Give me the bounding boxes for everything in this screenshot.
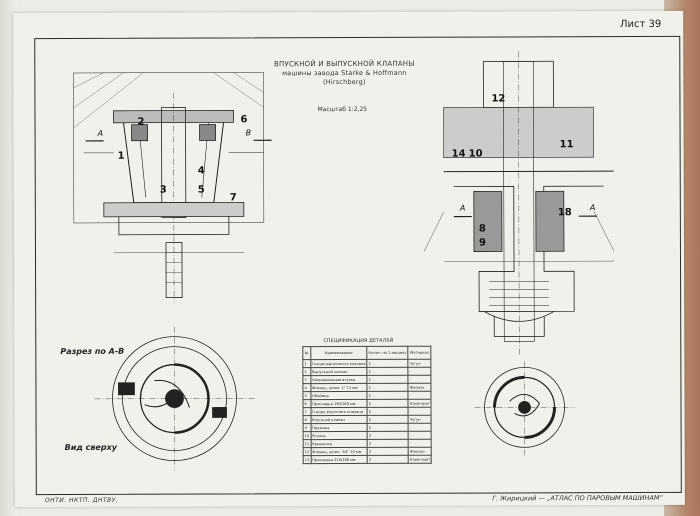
spec-title: СПЕЦИФИКАЦИЯ ДЕТАЛЕЙ: [323, 337, 394, 345]
spec-header-cell: Наименование: [310, 346, 368, 360]
publisher-imprint: ОНТИ. НКТП. ДНТВУ.: [44, 496, 119, 505]
spec-cell: 13: [303, 455, 311, 464]
spec-cell: -: [408, 375, 432, 384]
spec-cell: 8: [303, 415, 311, 424]
spec-cell: Фланец, шпил. 1" 13 мм: [310, 383, 368, 392]
spec-cell: -: [408, 407, 432, 416]
part-number: 3: [159, 184, 167, 196]
top-view-caption: Вид сверху: [64, 442, 117, 452]
spec-cell: 12: [303, 447, 311, 456]
part-number: 6: [240, 114, 248, 126]
spec-cell: 2: [367, 367, 409, 376]
spec-cell: Гнездо выпускного клапана: [310, 359, 368, 368]
spec-cell: 1: [302, 359, 311, 368]
spec-grid: № Наименование Колич. на 1 машину Матери…: [302, 346, 432, 464]
part-number: 1: [117, 150, 125, 162]
spec-cell: 6: [302, 399, 311, 408]
left-plan-view: [94, 326, 255, 471]
spec-cell: Пружина: [310, 423, 368, 432]
right-valve-elevation: [423, 51, 615, 357]
spec-cell: 2: [367, 415, 409, 424]
part-number: 7: [229, 192, 237, 204]
spec-cell: Направляющая втулка: [310, 375, 368, 384]
spec-cell: 2: [367, 407, 409, 416]
spec-cell: 2: [367, 423, 409, 432]
spec-cell: Прокладка 210/180 мм: [310, 455, 368, 464]
spec-cell: Чугун: [407, 359, 432, 368]
spec-cell: Чугун: [408, 415, 432, 424]
section-mark-a: А: [589, 203, 596, 213]
section-mark-a: А: [97, 128, 104, 138]
spec-cell: 9: [303, 423, 311, 432]
spec-cell: Гнездо впускного клапана: [310, 407, 368, 416]
specification-table: СПЕЦИФИКАЦИЯ ДЕТАЛЕЙ № Наименование Коли…: [302, 337, 432, 464]
spec-cell: Клингерит: [408, 455, 432, 464]
spec-cell: Фланец, шпил. 3/4" 10 мм: [310, 447, 368, 456]
spec-cell: 2: [367, 383, 409, 392]
spec-header-cell: Колич. на 1 машину: [367, 346, 408, 360]
technical-drawing: [73, 51, 615, 471]
spec-cell: 11: [303, 439, 311, 448]
spec-cell: Впускной клапан: [310, 415, 368, 424]
part-number: 14: [451, 148, 466, 160]
part-number: 11: [559, 139, 574, 151]
spec-cell: 2: [302, 367, 311, 376]
spec-cell: 3: [302, 375, 311, 384]
part-number: 5: [197, 184, 205, 196]
spec-cell: 2: [367, 399, 409, 408]
drawing-sheet: Лист 39 ВПУСКНОЙ И ВЫПУСКНОЙ КЛАПАНЫ маш…: [13, 10, 685, 508]
spec-cell: 2: [367, 359, 409, 368]
spec-cell: Выпускной клапан: [310, 367, 368, 376]
spec-cell: Втулка: [310, 431, 368, 440]
part-number: 4: [197, 165, 205, 177]
spec-cell: Прокладка 190/160 мм: [310, 399, 368, 408]
spec-cell: 2: [367, 391, 409, 400]
atlas-credit: Г. Жирицкий — „АТЛАС ПО ПАРОВЫМ МАШИНАМ“: [492, 493, 663, 503]
spec-cell: Обоймка: [310, 391, 368, 400]
spec-cell: 2: [367, 447, 409, 456]
spec-cell: Железо: [408, 383, 432, 392]
spec-cell: -: [408, 423, 432, 432]
spec-cell: -: [408, 439, 432, 448]
spec-cell: 4: [302, 383, 311, 392]
spec-cell: 5: [302, 391, 311, 400]
spec-header-cell: №: [302, 346, 311, 360]
part-number: 8: [478, 223, 486, 235]
spec-header-cell: Материал: [407, 346, 432, 360]
part-number: 9: [478, 237, 486, 249]
spec-cell: 2: [367, 375, 409, 384]
part-number: 2: [137, 116, 145, 128]
section-mark-b: В: [245, 128, 252, 138]
spec-cell: -: [408, 431, 432, 440]
part-number: 18: [557, 207, 572, 219]
spec-cell: 10: [303, 431, 311, 440]
spec-cell: 2: [367, 439, 409, 448]
spec-cell: -: [408, 391, 432, 400]
spec-cell: 2: [367, 455, 409, 464]
right-plan-view: [474, 361, 575, 457]
spec-cell: Железо: [408, 447, 432, 456]
part-number: 10: [468, 148, 483, 160]
spec-cell: 2: [367, 431, 409, 440]
spec-header-row: № Наименование Колич. на 1 машину Матери…: [302, 346, 432, 360]
spec-cell: 7: [303, 407, 311, 416]
part-number: 12: [491, 93, 506, 105]
spec-cell: Клингерит: [408, 399, 432, 408]
spec-cell: Крышечка: [310, 439, 368, 448]
left-valve-elevation: [73, 72, 265, 303]
section-mark-a: А: [459, 203, 466, 213]
spec-cell: -: [408, 367, 432, 376]
section-caption: Разрез по А-В: [60, 346, 125, 357]
